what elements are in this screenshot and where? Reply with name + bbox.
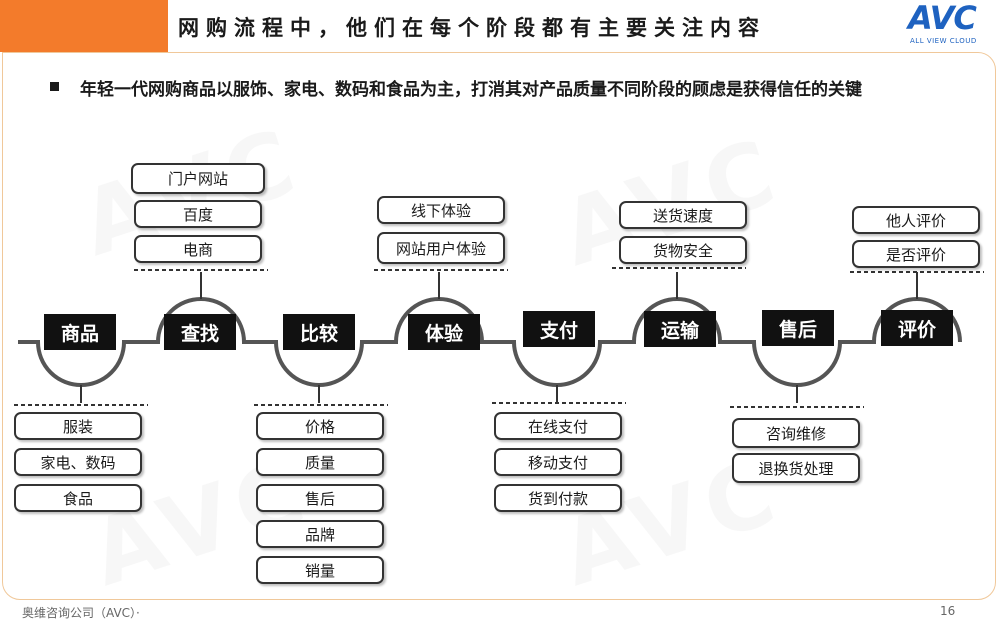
concern-box: 百度: [134, 200, 262, 228]
concern-box: 质量: [256, 448, 384, 476]
concern-box: 退换货处理: [732, 453, 860, 483]
logo-main-text: AVC: [908, 0, 977, 37]
concern-box: 价格: [256, 412, 384, 440]
stage-label-search: 查找: [164, 314, 236, 350]
concern-box: 网站用户体验: [377, 232, 505, 264]
concern-box: 门户网站: [131, 163, 265, 194]
content-frame: [2, 52, 996, 600]
concern-box: 服装: [14, 412, 142, 440]
stage-label-product: 商品: [44, 314, 116, 350]
concern-box: 售后: [256, 484, 384, 512]
concern-box: 食品: [14, 484, 142, 512]
concern-box: 送货速度: [619, 201, 747, 229]
concern-box: 家电、数码: [14, 448, 142, 476]
stage-label-shipping: 运输: [644, 311, 716, 347]
footer-company: 奥维咨询公司（AVC）·: [22, 606, 140, 620]
bullet-square-icon: [50, 82, 59, 91]
stage-label-payment: 支付: [523, 311, 595, 347]
header-bar: 网购流程中，他们在每个阶段都有主要关注内容 AVC ALL VIEW CLOUD: [0, 0, 1000, 52]
header-accent-block: [0, 0, 168, 52]
concern-box: 电商: [134, 235, 262, 263]
concern-box: 货物安全: [619, 236, 747, 264]
logo-sub-text: ALL VIEW CLOUD: [910, 37, 977, 45]
concern-box: 他人评价: [852, 206, 980, 234]
bullet-text: 年轻一代网购商品以服饰、家电、数码和食品为主，打消其对产品质量不同阶段的顾虑是获…: [80, 80, 862, 100]
concern-box: 移动支付: [494, 448, 622, 476]
concern-box: 在线支付: [494, 412, 622, 440]
concern-box: 线下体验: [377, 196, 505, 224]
concern-box: 是否评价: [852, 240, 980, 268]
page-number: 16: [940, 604, 956, 618]
stage-label-compare: 比较: [283, 314, 355, 350]
concern-box: 咨询维修: [732, 418, 860, 448]
slide-title: 网购流程中，他们在每个阶段都有主要关注内容: [178, 16, 766, 40]
concern-box: 销量: [256, 556, 384, 584]
avc-logo: AVC ALL VIEW CLOUD: [908, 0, 992, 47]
stage-label-after-sales: 售后: [762, 310, 834, 346]
concern-box: 品牌: [256, 520, 384, 548]
stage-label-experience: 体验: [408, 314, 480, 350]
concern-box: 货到付款: [494, 484, 622, 512]
stage-label-review: 评价: [881, 310, 953, 346]
